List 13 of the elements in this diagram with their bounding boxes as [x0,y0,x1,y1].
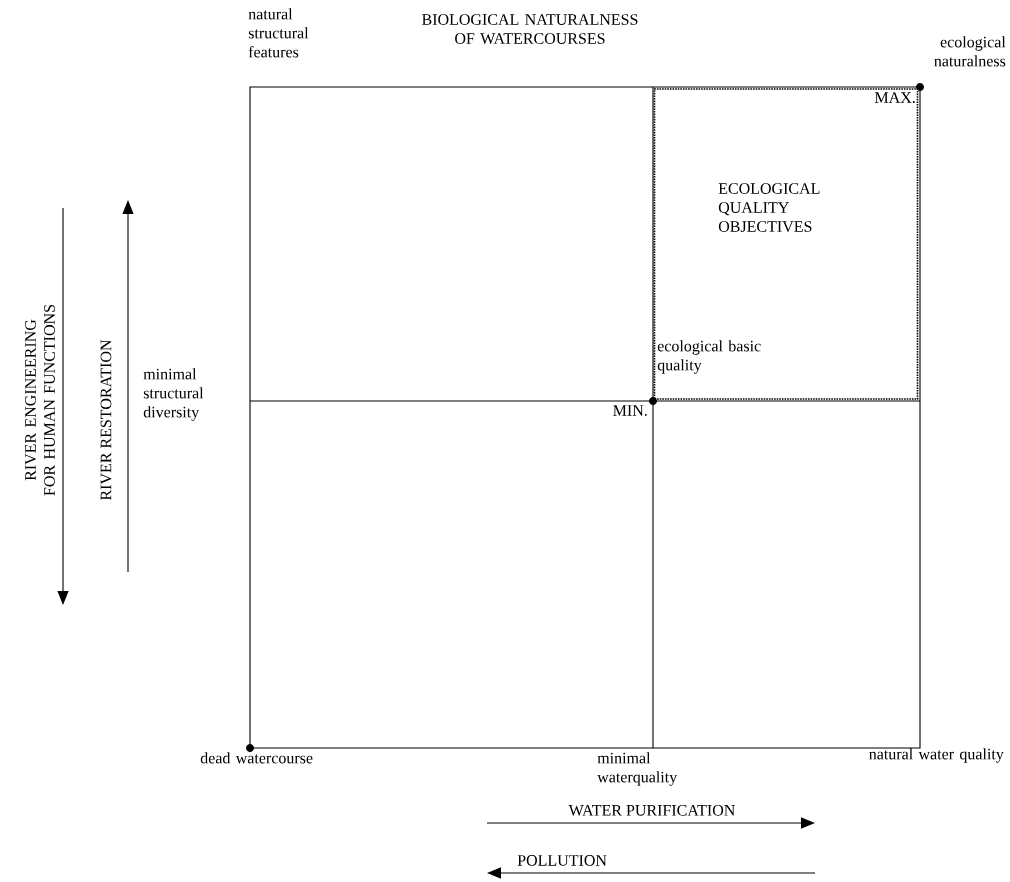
direction-label: RIVER RESTORATION [100,339,112,501]
minimum-label: MIN. [613,405,647,416]
direction-label: POLLUTION [517,855,607,866]
corner-label: ecological naturalness [934,36,1006,67]
direction-label: RIVER ENGINEERING FOR HUMAN FUNCTIONS [25,305,55,496]
maximum-label: MAX. [874,92,915,103]
axis-label: natural water quality [869,748,1004,763]
direction-label: WATER PURIFICATION [568,804,735,816]
axis-label: minimal structural diversity [143,368,204,421]
axis-label: minimal waterquality [597,752,678,786]
corner-label: natural structural features [248,8,309,58]
axis-label: dead watercourse [200,752,313,764]
title: BIOLOGICAL NATURALNESS OF WATERCOURSES [422,14,638,44]
